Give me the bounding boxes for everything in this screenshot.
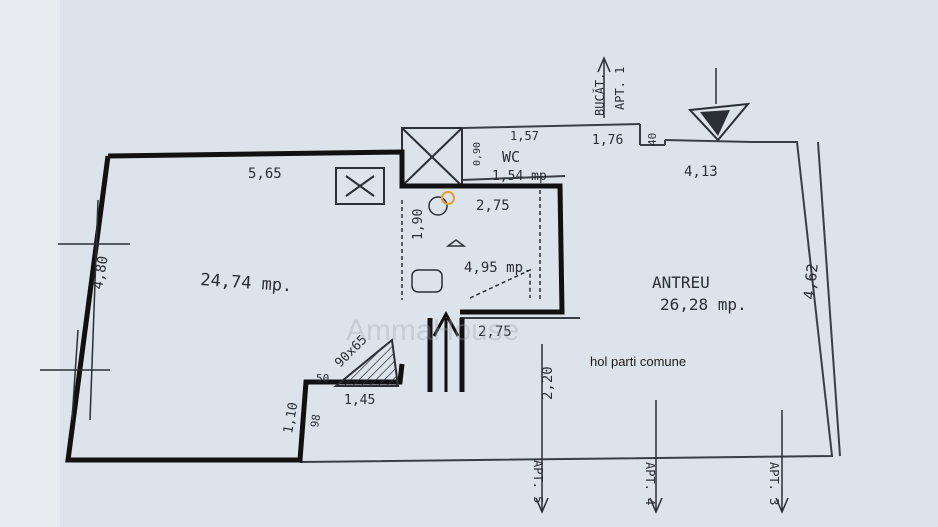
dimension-left-side: 4,80 xyxy=(90,255,112,291)
dimension-bottom-small: 1,45 xyxy=(344,393,375,408)
arrow-label-apt3: APT. 3 xyxy=(767,462,781,505)
arrow-label-apt1: APT. 1 xyxy=(613,67,627,110)
middle-room-partition xyxy=(401,190,541,300)
entry-arrow xyxy=(432,310,460,392)
hatched-triangle xyxy=(333,338,400,387)
apartment-walls xyxy=(65,149,565,463)
arrow-label-apt5: APT. 5 xyxy=(531,460,545,503)
middle-room-area: 4,95 mp. xyxy=(464,260,531,276)
vent-shaft xyxy=(335,167,385,205)
hall-outline xyxy=(299,123,841,463)
dimension-wc-side: 0,90 xyxy=(472,142,483,166)
wc-area: 1,54 mp xyxy=(492,169,547,184)
common-hall-annotation: hol parti comune xyxy=(590,354,686,369)
wc-name: WC xyxy=(502,148,520,166)
top-triangle xyxy=(687,102,751,142)
antreu-area: 26,28 mp. xyxy=(660,295,747,314)
fixtures xyxy=(411,239,467,293)
left-dimension-lines xyxy=(40,199,130,421)
arrow-label-apt4: APT. 4 xyxy=(643,462,657,505)
dimension-middle-bottom: 2,75 xyxy=(478,324,512,340)
dimension-wc-width: 1,57 xyxy=(510,129,539,143)
fan-symbol xyxy=(428,191,455,216)
dimension-right-side: 4,62 xyxy=(800,263,822,301)
paper-left-band xyxy=(0,0,60,527)
dimension-right-top: 4,13 xyxy=(684,164,718,180)
dimension-top-left: 5,65 xyxy=(248,166,282,182)
dimension-top-small-side: 40 xyxy=(646,133,659,146)
arrow-label-kitchen: BUCĂT. xyxy=(592,73,607,116)
watermark-logo: AmmaHouse xyxy=(346,314,519,347)
dimension-bottom-step: 50 xyxy=(316,372,329,385)
dimension-middle-top: 2,75 xyxy=(476,198,510,214)
direction-arrows xyxy=(535,56,789,514)
dimension-top-small: 1,76 xyxy=(592,133,623,148)
dimension-corridor: 2,20 xyxy=(540,366,556,400)
top-triangle-fill xyxy=(700,110,730,136)
dimension-bottom-left-a: 1,10 xyxy=(281,401,301,434)
antreu-name: ANTREU xyxy=(652,273,710,292)
dimension-bottom-left-b: 98 xyxy=(308,413,323,428)
dimension-middle-side: 1,90 xyxy=(411,209,426,240)
